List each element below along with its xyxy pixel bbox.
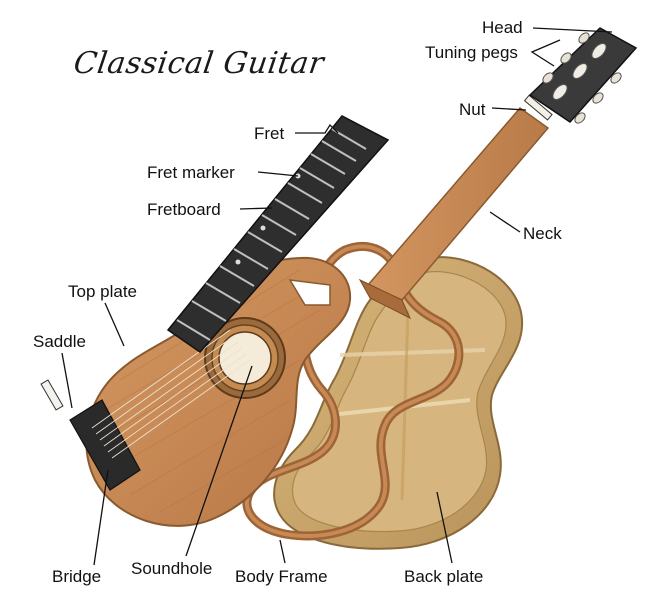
label-fretboard: Fretboard xyxy=(147,200,221,219)
tuning-pegs xyxy=(542,32,622,124)
fret-leader xyxy=(295,123,339,134)
label-fret: Fret xyxy=(254,124,285,143)
label-back-plate: Back plate xyxy=(404,567,484,586)
tuning-pegs-leader xyxy=(530,39,561,67)
label-body-frame: Body Frame xyxy=(235,567,328,586)
body-frame-leader xyxy=(279,539,286,564)
label-top-plate: Top plate xyxy=(68,282,137,301)
label-bridge: Bridge xyxy=(52,567,102,586)
bridge-leader xyxy=(93,469,109,566)
label-tuning-pegs: Tuning pegs xyxy=(425,43,518,62)
label-neck: Neck xyxy=(523,224,562,243)
label-nut: Nut xyxy=(459,100,486,119)
top-plate-leader xyxy=(104,302,125,347)
nut xyxy=(523,94,553,121)
saddle xyxy=(40,379,64,411)
soundhole xyxy=(218,331,272,385)
label-soundhole: Soundhole xyxy=(131,559,213,578)
fretboard xyxy=(166,115,390,353)
label-head: Head xyxy=(482,18,523,37)
nut-leader xyxy=(491,107,527,111)
saddle-leader xyxy=(61,352,73,409)
soundhole-leader xyxy=(185,365,253,557)
back-plate-leader xyxy=(436,491,453,564)
head-leader xyxy=(532,27,613,33)
label-fret-marker: Fret marker xyxy=(147,163,235,182)
diagram-title: Classical Guitar xyxy=(71,46,327,81)
neck-leader xyxy=(489,211,521,233)
fret-marker-leader xyxy=(257,171,299,177)
fretboard-leader xyxy=(239,207,273,210)
label-saddle: Saddle xyxy=(33,332,86,351)
